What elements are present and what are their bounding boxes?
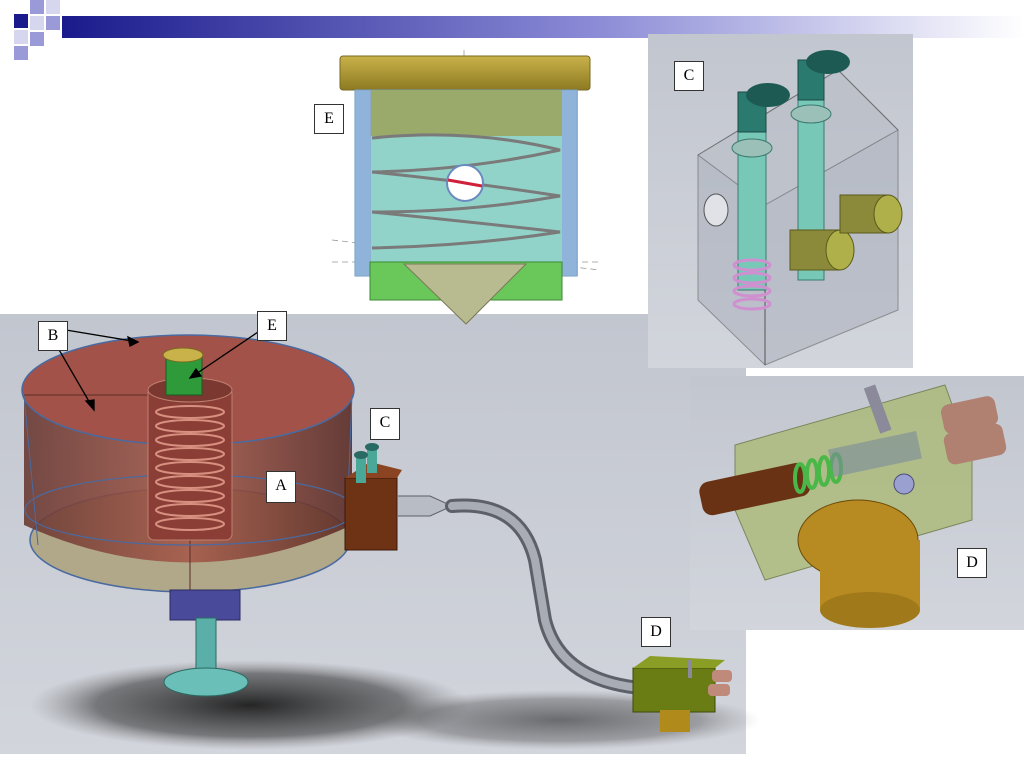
corner-logo-icon [14,0,60,60]
label-a-main: A [266,471,296,503]
label-e-top: E [314,104,344,134]
label-c-main: C [370,408,400,440]
label-d-right: D [957,548,987,578]
detail-panel-d [690,376,1024,630]
label-b-main: B [38,321,68,351]
header-gradient-bar [62,16,1024,38]
label-e-main: E [257,311,287,341]
label-c-top: C [674,61,704,91]
detail-panel-c [648,34,913,368]
main-assembly-panel [0,314,760,754]
detail-panel-e [331,50,601,325]
label-d-main: D [641,617,671,647]
